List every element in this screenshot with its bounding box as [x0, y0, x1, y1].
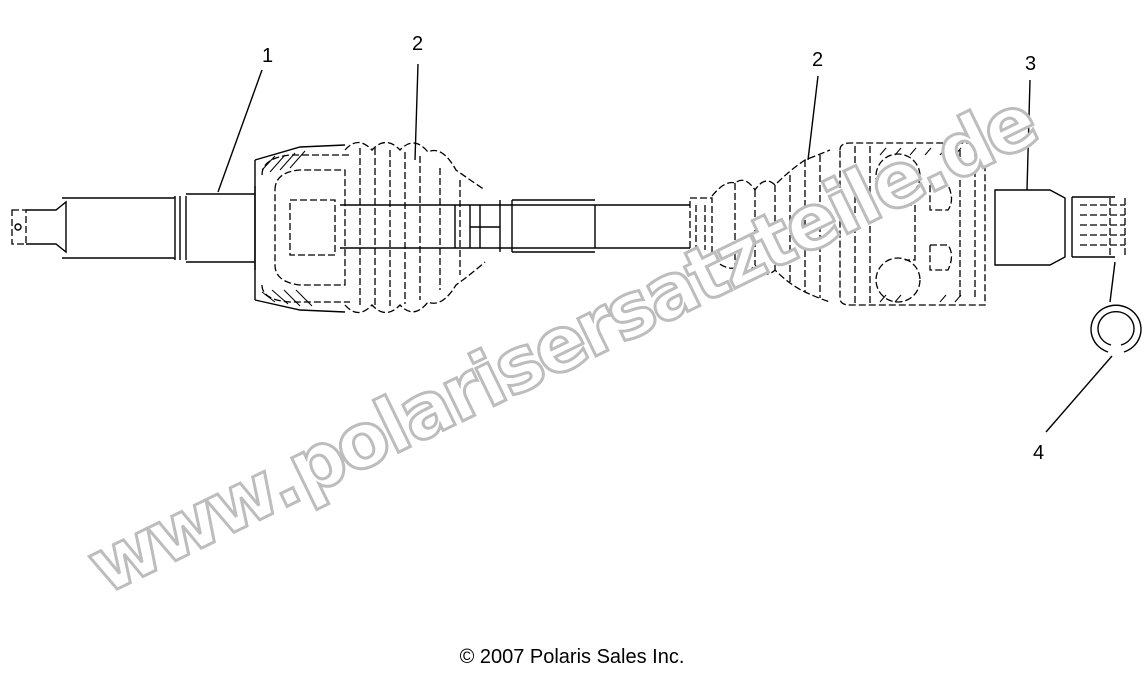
- outer-cv-joint: [839, 142, 986, 306]
- drive-shaft-drawing: [11, 141, 1142, 353]
- inner-boot: [344, 141, 486, 314]
- callout-1: 1: [262, 45, 273, 67]
- outer-boot: [689, 149, 831, 303]
- inner-shaft: [62, 197, 175, 259]
- center-shaft: [340, 204, 690, 249]
- spline: [1071, 196, 1126, 258]
- callout-2-inner-boot: 2: [412, 33, 423, 55]
- inner-cv-joint: [254, 144, 350, 313]
- outer-stub: [994, 189, 1066, 266]
- callout-3: 3: [1025, 53, 1036, 75]
- shaft-end-stub: [11, 209, 27, 245]
- callout-4: 4: [1033, 442, 1044, 464]
- snap-ring: [1090, 304, 1142, 353]
- leader-lines: [217, 63, 1116, 433]
- callout-2-outer-boot: 2: [812, 49, 823, 71]
- copyright-notice: © 2007 Polaris Sales Inc.: [459, 646, 685, 668]
